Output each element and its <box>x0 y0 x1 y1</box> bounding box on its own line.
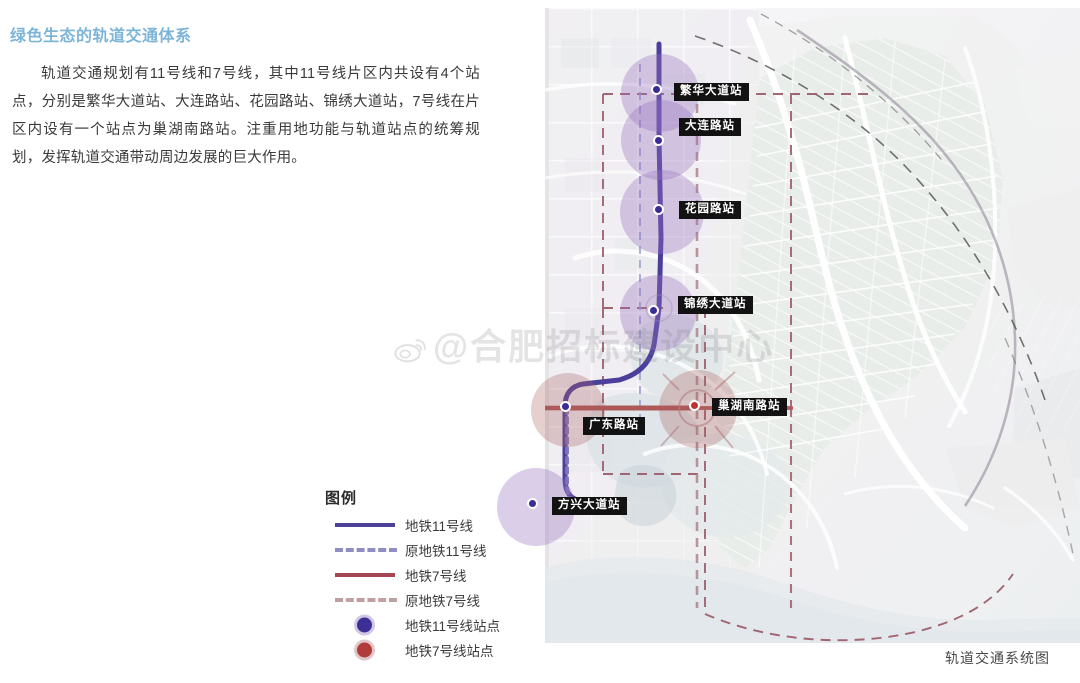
station-label-fangxing-dadao: 方兴大道站 <box>552 497 627 515</box>
legend-label: 地铁11号线 <box>405 518 474 534</box>
legend-item-original-line11: 原地铁11号线 <box>325 537 500 562</box>
legend-item-original-line7: 原地铁7号线 <box>325 587 500 612</box>
legend-label: 原地铁11号线 <box>405 543 487 559</box>
page-title: 绿色生态的轨道交通体系 <box>10 28 192 45</box>
weibo-logo-icon <box>394 339 426 363</box>
station-dot-11-icon <box>357 617 372 632</box>
map-legend: 图例 地铁11号线 原地铁11号线 地铁7号线 原地铁7号线 地铁11号线站点 … <box>325 487 500 662</box>
transit-system-map <box>545 8 1080 643</box>
station-marker-chaohu-nanlu[interactable] <box>689 400 700 411</box>
article-paragraph: 轨道交通规划有11号线和7号线，其中11号线片区内共设有4个站点，分别是繁华大道… <box>12 66 480 166</box>
station-label-guangdong-lu: 广东路站 <box>583 417 645 435</box>
line-solid-7-icon <box>335 572 395 577</box>
station-label-chaohu-nanlu: 巢湖南路站 <box>712 398 787 416</box>
map-caption: 轨道交通系统图 <box>945 650 1050 666</box>
station-marker-dalian-lu[interactable] <box>653 135 664 146</box>
station-label-dalian-lu: 大连路站 <box>679 118 741 136</box>
line-solid-11-icon <box>335 522 395 527</box>
map-roundabouts <box>645 294 736 449</box>
line-dashed-7-icon <box>335 597 397 602</box>
station-label-fanhua-dadao: 繁华大道站 <box>674 83 749 101</box>
legend-label: 地铁7号线 <box>405 568 467 584</box>
legend-item-station-line7: 地铁7号线站点 <box>325 637 500 662</box>
station-label-jinxiu-dadao: 锦绣大道站 <box>678 296 753 314</box>
station-marker-guangdong-lu[interactable] <box>560 401 571 412</box>
legend-item-station-line11: 地铁11号线站点 <box>325 612 500 637</box>
station-marker-huayuan-lu[interactable] <box>653 204 664 215</box>
station-marker-fangxing-dadao[interactable] <box>527 498 538 509</box>
legend-label: 地铁11号线站点 <box>405 618 501 634</box>
legend-label: 原地铁7号线 <box>405 593 481 609</box>
line-dashed-11-icon <box>335 547 397 552</box>
map-basemap <box>545 8 1080 643</box>
station-marker-jinxiu-dadao[interactable] <box>648 305 659 316</box>
station-marker-fanhua-dadao[interactable] <box>651 84 662 95</box>
legend-label: 地铁7号线站点 <box>405 643 494 659</box>
station-dot-7-icon <box>357 642 372 657</box>
legend-title: 图例 <box>325 490 358 507</box>
legend-item-line7: 地铁7号线 <box>325 562 500 587</box>
metro-line-11-path <box>562 41 664 507</box>
legend-item-line11: 地铁11号线 <box>325 512 500 537</box>
station-label-huayuan-lu: 花园路站 <box>679 201 741 219</box>
